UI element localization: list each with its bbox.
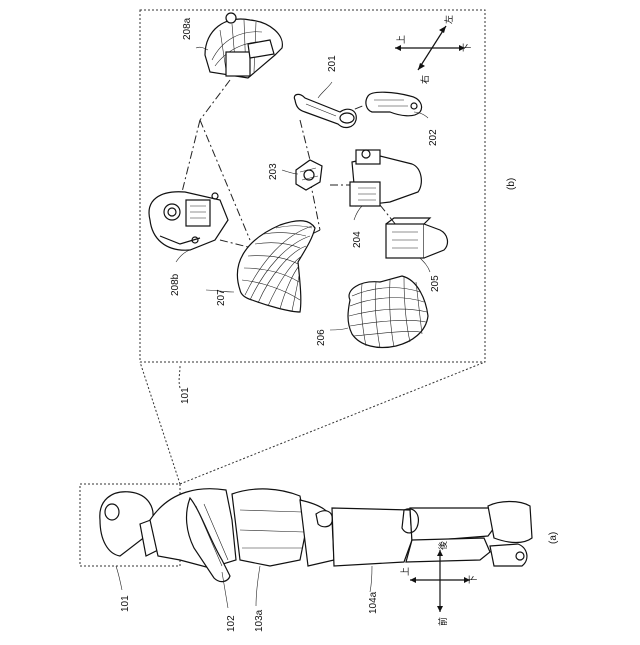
dir-b-right: 右 <box>419 75 430 84</box>
label-203: 203 <box>268 163 279 180</box>
dir-a-front: 前 <box>437 617 448 626</box>
panel-a-caption: (a) <box>548 532 559 544</box>
label-101: 101 <box>120 595 131 612</box>
label-205: 205 <box>430 275 441 292</box>
part-205 <box>386 218 447 258</box>
leader-101-frame <box>179 366 180 388</box>
part-204 <box>350 150 421 206</box>
label-207: 207 <box>216 289 227 306</box>
part-202 <box>366 92 422 116</box>
part-203 <box>296 160 322 190</box>
dir-b-left: 左 <box>443 15 454 24</box>
part-207 <box>237 221 315 312</box>
label-202: 202 <box>428 129 439 146</box>
part-201 <box>294 94 356 127</box>
dir-a-back: 後 <box>437 541 448 550</box>
label-208b: 208b <box>170 273 181 296</box>
part-208a <box>205 13 282 78</box>
part-208b <box>149 192 228 250</box>
label-208a: 208a <box>182 17 193 40</box>
label-101-frame: 101 <box>180 387 191 404</box>
label-103a: 103a <box>254 609 265 632</box>
dir-a-down: 下 <box>468 575 478 584</box>
part-206 <box>348 276 428 348</box>
dir-a-up: 上 <box>400 567 410 576</box>
leader-lines-a <box>116 566 372 608</box>
direction-compass-b <box>395 26 465 70</box>
label-201: 201 <box>327 55 338 72</box>
dir-b-down: 下 <box>462 43 472 52</box>
label-204: 204 <box>352 231 363 248</box>
dir-b-up: 上 <box>396 35 406 44</box>
label-104a: 104a <box>368 591 379 614</box>
label-102: 102 <box>226 615 237 632</box>
panel-b-caption: (b) <box>506 178 517 190</box>
label-206: 206 <box>316 329 327 346</box>
projection-line-left <box>140 362 180 484</box>
projection-line-right <box>180 362 485 484</box>
figure-body <box>100 489 532 582</box>
